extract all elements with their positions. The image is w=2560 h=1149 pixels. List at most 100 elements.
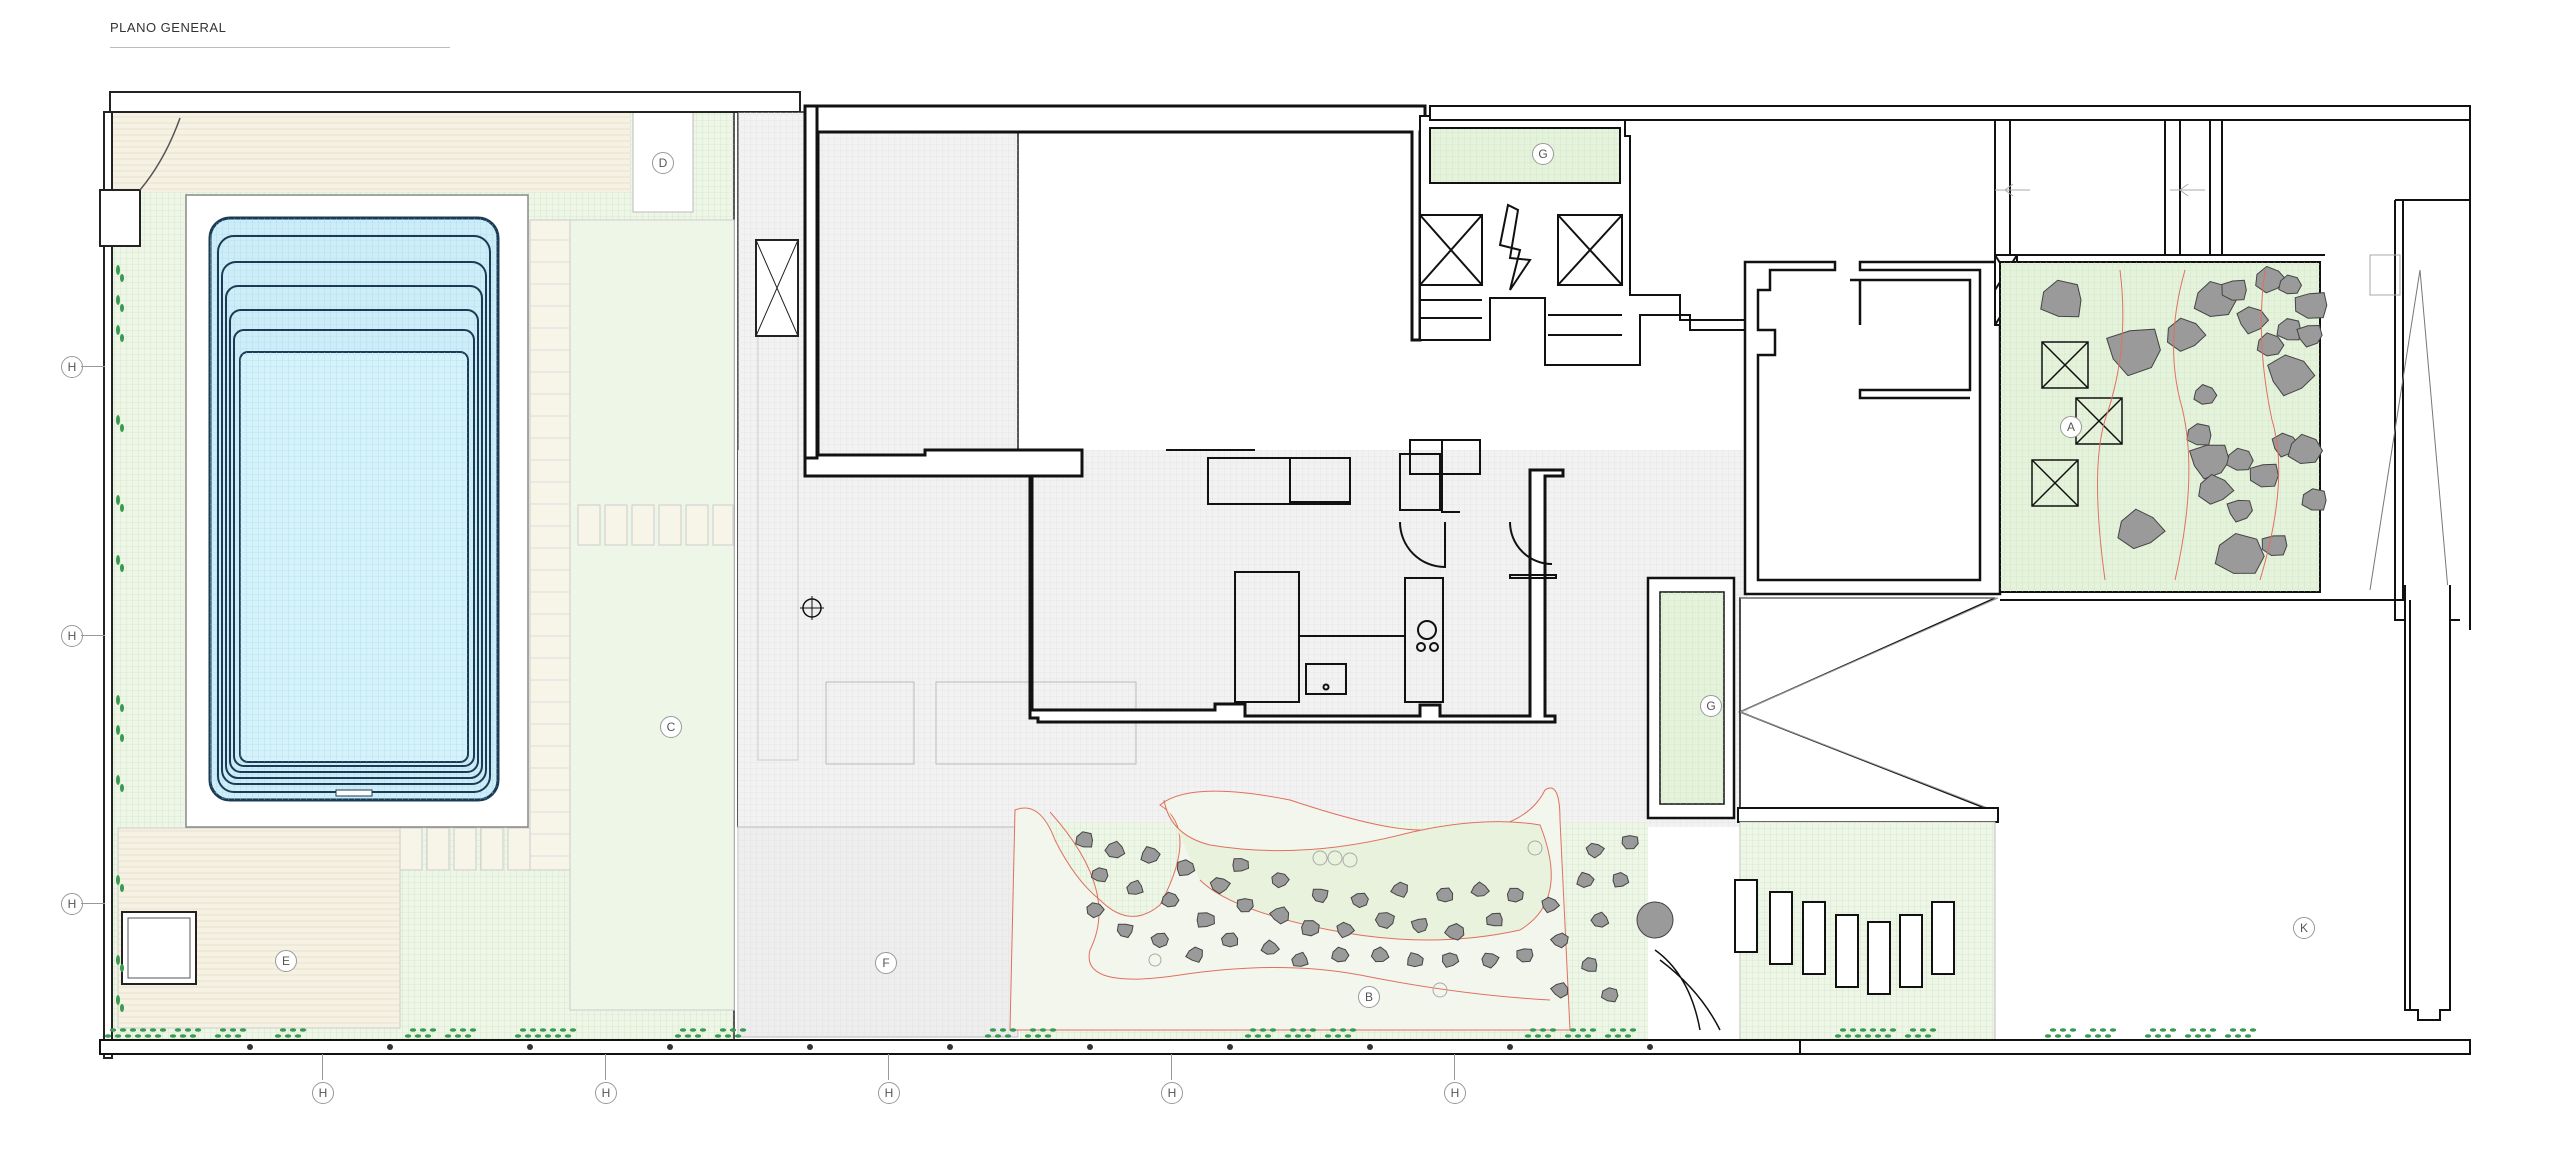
rock bbox=[1090, 867, 1109, 883]
rock bbox=[1506, 887, 1524, 903]
rock bbox=[2236, 306, 2270, 335]
shrub-leaf bbox=[719, 1028, 727, 1032]
shrub-leaf bbox=[679, 1028, 687, 1032]
shrub-leaf bbox=[279, 1028, 287, 1032]
shrub-leaf bbox=[234, 1034, 242, 1038]
rock bbox=[2294, 292, 2328, 319]
shrub-leaf bbox=[139, 1028, 147, 1032]
shrub-leaf bbox=[116, 695, 120, 705]
shrub-leaf bbox=[2164, 1034, 2172, 1038]
shrub-leaf bbox=[1834, 1034, 1842, 1038]
hedge-marker-left-3: H bbox=[61, 893, 83, 915]
zone-label-g-top: G bbox=[1532, 143, 1554, 165]
rock bbox=[1435, 887, 1454, 903]
shrub-leaf bbox=[544, 1034, 552, 1038]
rock bbox=[1291, 951, 1309, 967]
shrub-leaf bbox=[539, 1028, 547, 1032]
shrub-leaf bbox=[524, 1034, 532, 1038]
fence-post bbox=[387, 1044, 393, 1050]
rock bbox=[2278, 274, 2303, 295]
fence-post bbox=[1647, 1044, 1653, 1050]
shrub-leaf bbox=[1609, 1028, 1617, 1032]
shrub-leaf bbox=[1619, 1028, 1627, 1032]
rock bbox=[1150, 932, 1169, 949]
shrub-leaf bbox=[714, 1034, 722, 1038]
shrub-leaf bbox=[2159, 1028, 2167, 1032]
shrub-leaf bbox=[1929, 1028, 1937, 1032]
zone-label-d: D bbox=[652, 152, 674, 174]
shrub-leaf bbox=[1049, 1028, 1057, 1032]
shrub-leaf bbox=[124, 1034, 132, 1038]
shrub-leaf bbox=[414, 1034, 422, 1038]
bottom-boundary-wall bbox=[99, 1039, 2471, 1055]
shrub-leaf bbox=[120, 964, 124, 972]
shrub-leaf bbox=[1524, 1034, 1532, 1038]
plan-title: PLANO GENERAL bbox=[110, 20, 227, 35]
shrub-leaf bbox=[989, 1028, 997, 1032]
rock bbox=[1161, 891, 1180, 908]
shrub-leaf bbox=[459, 1028, 467, 1032]
shrub-leaf bbox=[184, 1028, 192, 1032]
shrub-leaf bbox=[2099, 1028, 2107, 1032]
shrub-leaf bbox=[284, 1034, 292, 1038]
shrub-leaf bbox=[1604, 1034, 1612, 1038]
shrub-leaf bbox=[1879, 1028, 1887, 1032]
shrub-leaf bbox=[159, 1028, 167, 1032]
fence-post bbox=[947, 1044, 953, 1050]
rock bbox=[1621, 835, 1639, 850]
shrub-leaf bbox=[299, 1028, 307, 1032]
shrub-leaf bbox=[116, 495, 120, 505]
rock bbox=[1549, 982, 1569, 999]
zone-label-e: E bbox=[275, 950, 297, 972]
shrub-leaf bbox=[464, 1034, 472, 1038]
hedge-marker-bottom-3: H bbox=[878, 1082, 900, 1104]
hedge-leader bbox=[81, 635, 105, 636]
shrub-leaf bbox=[116, 725, 120, 735]
shrub-leaf bbox=[224, 1034, 232, 1038]
shrub-leaf bbox=[134, 1034, 142, 1038]
shrub-leaf bbox=[1544, 1034, 1552, 1038]
hedge-leader bbox=[1171, 1054, 1172, 1080]
shrub-leaf bbox=[1914, 1034, 1922, 1038]
shrub-leaf bbox=[2199, 1028, 2207, 1032]
shrub-leaf bbox=[529, 1028, 537, 1032]
shrub-leaf bbox=[569, 1028, 577, 1032]
shrub-leaf bbox=[2104, 1034, 2112, 1038]
fence-post bbox=[527, 1044, 533, 1050]
shrub-leaf bbox=[1344, 1034, 1352, 1038]
shrub-leaf bbox=[1574, 1034, 1582, 1038]
shrub-leaf bbox=[1614, 1034, 1622, 1038]
rock bbox=[1444, 923, 1465, 941]
rock bbox=[1470, 881, 1490, 897]
hedge-marker-left-1: H bbox=[61, 356, 83, 378]
shrub-leaf bbox=[294, 1034, 302, 1038]
shrub-leaf bbox=[116, 555, 120, 565]
zone-label-a: A bbox=[2060, 416, 2082, 438]
shrub-leaf bbox=[189, 1034, 197, 1038]
shrub-leaf bbox=[1579, 1028, 1587, 1032]
shrub-leaf bbox=[1029, 1028, 1037, 1032]
hedge-leader bbox=[81, 903, 105, 904]
shrub-leaf bbox=[1904, 1034, 1912, 1038]
shrub-leaf bbox=[1569, 1028, 1577, 1032]
shrub-leaf bbox=[2204, 1034, 2212, 1038]
shrub-leaf bbox=[1854, 1034, 1862, 1038]
shrub-leaf bbox=[2064, 1034, 2072, 1038]
shrub-leaf bbox=[120, 1004, 124, 1012]
shrub-leaf bbox=[119, 1028, 127, 1032]
shrub-leaf bbox=[409, 1028, 417, 1032]
hedge-leader bbox=[322, 1054, 323, 1080]
shrub-leaf bbox=[2154, 1034, 2162, 1038]
rock bbox=[1350, 892, 1369, 909]
rock-garden-a bbox=[1999, 261, 2328, 593]
title-underline bbox=[110, 47, 450, 48]
rock bbox=[2226, 499, 2253, 523]
shrub-leaf bbox=[1349, 1028, 1357, 1032]
shrub-leaf bbox=[1334, 1034, 1342, 1038]
shrub-leaf bbox=[2189, 1028, 2197, 1032]
planting-bed-b bbox=[1009, 787, 1648, 1040]
zone-label-k: K bbox=[2293, 917, 2315, 939]
shrub-leaf bbox=[120, 734, 124, 742]
rock bbox=[1260, 939, 1281, 955]
shrub-leaf bbox=[116, 955, 120, 965]
